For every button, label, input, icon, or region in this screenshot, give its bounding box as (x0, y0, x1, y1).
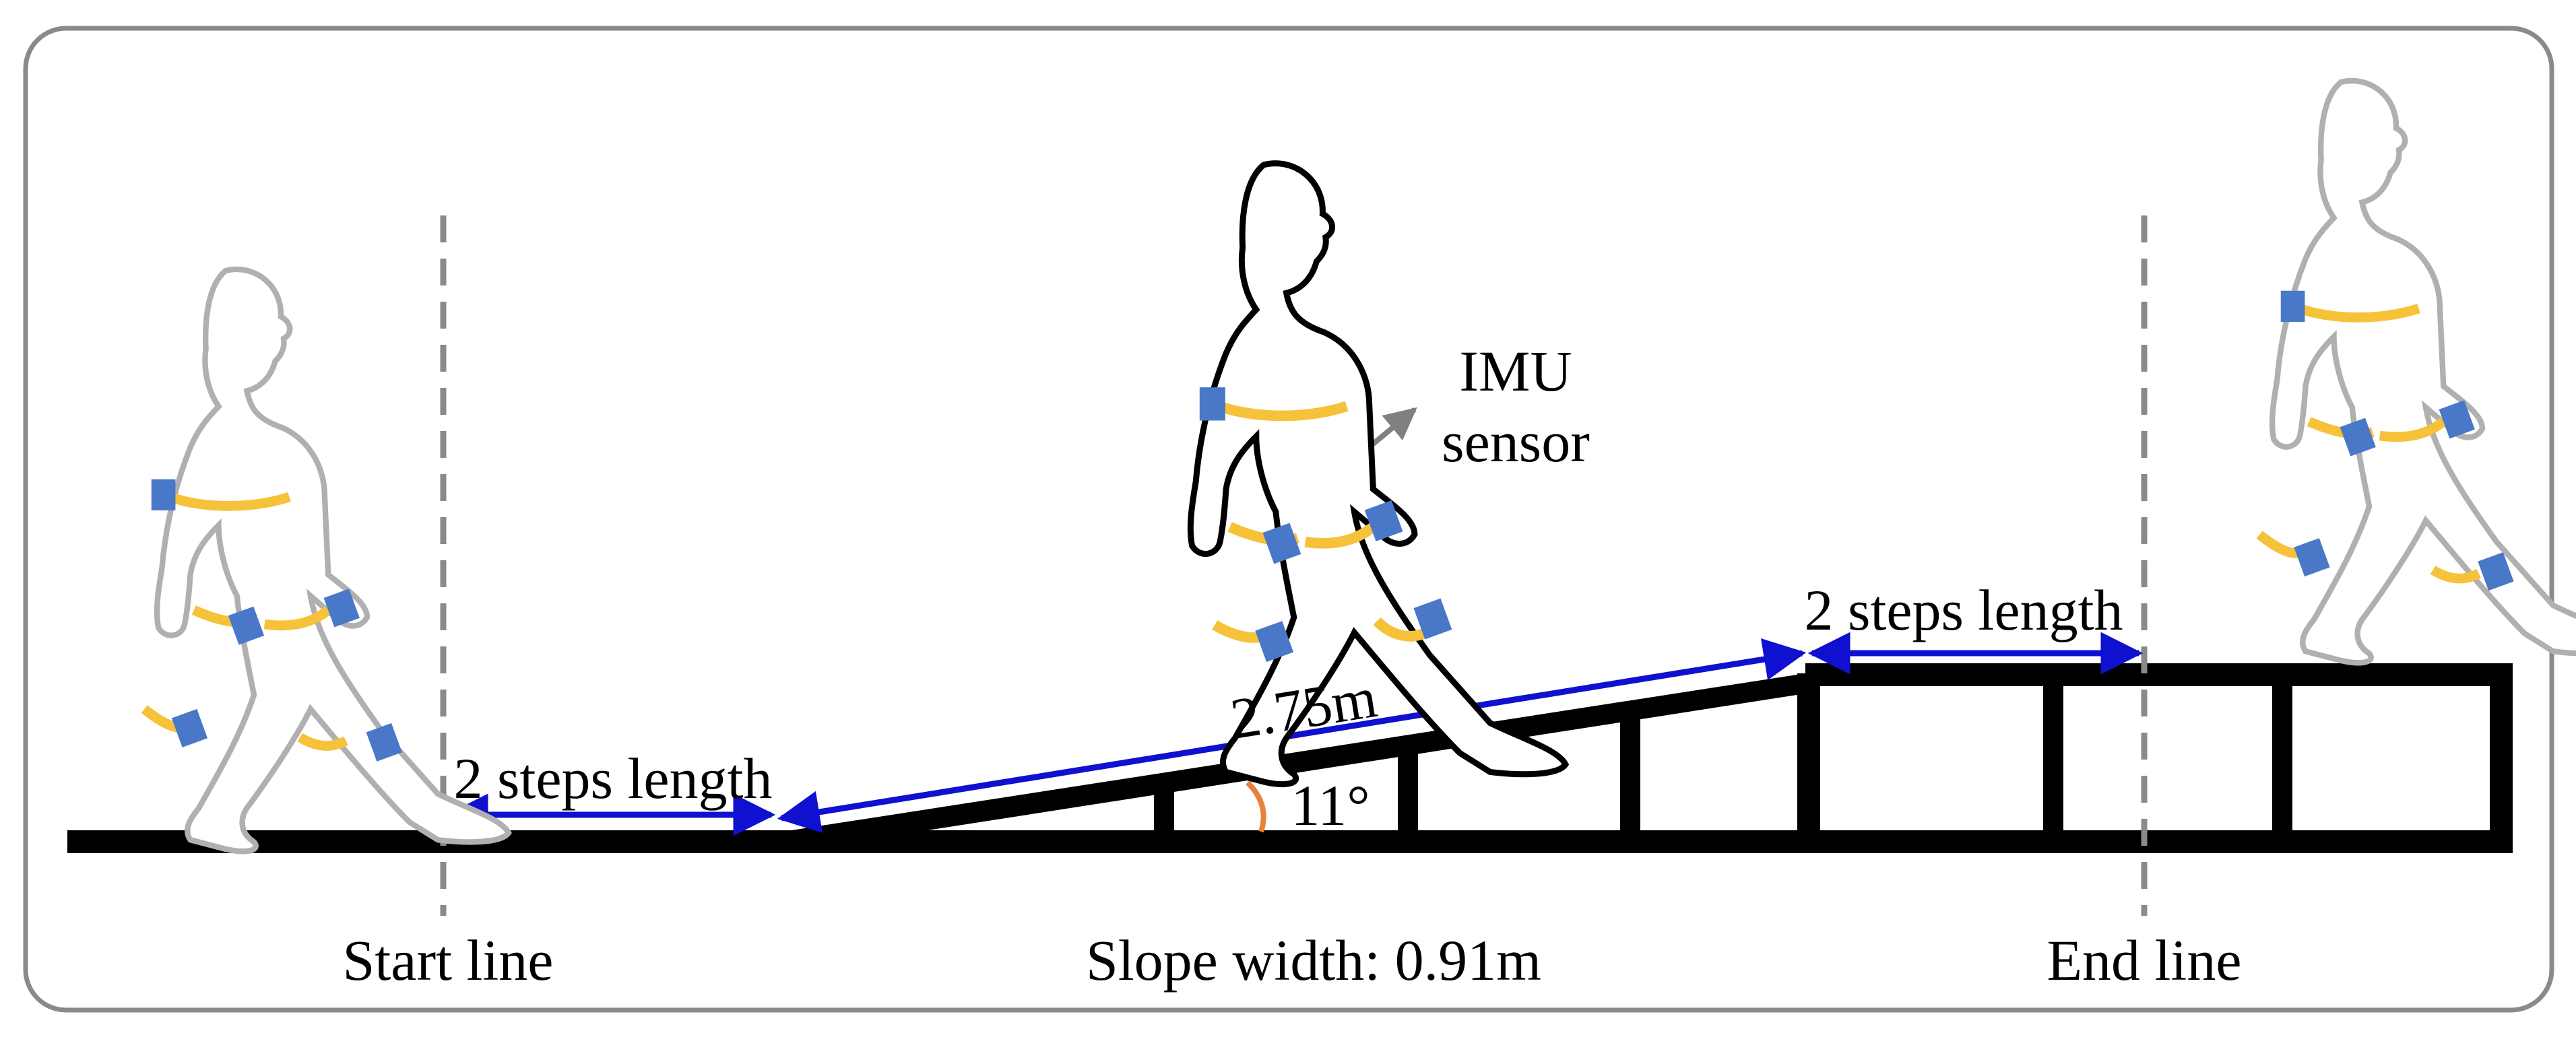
imu-sensor-icon (1262, 523, 1301, 564)
slope-length-label: 2.75m (1227, 665, 1382, 751)
ramp-post (1620, 707, 1640, 838)
walking-person-icon (1190, 164, 1566, 784)
ramp-post (1154, 778, 1174, 838)
start-line-label: Start line (343, 928, 554, 993)
imu-sensor-icon (2294, 538, 2330, 577)
walking-person-icon (2256, 81, 2576, 663)
imu-sensor-icon (1199, 387, 1225, 421)
end-line-label: End line (2047, 928, 2242, 993)
steps-length-left-label: 2 steps length (454, 746, 773, 811)
imu-sensor-icon (2280, 290, 2305, 322)
platform-post (2043, 673, 2063, 838)
imu-label: IMU (1459, 339, 1572, 403)
imu-sensor-icon (1255, 621, 1294, 663)
imu-sensor-icon (228, 606, 265, 645)
platform-top (1805, 663, 2513, 686)
ramp-post (1797, 673, 1820, 838)
platform-post (2490, 663, 2513, 845)
imu-sensor-icon (1413, 598, 1452, 640)
angle-label: 11° (1291, 773, 1370, 838)
sensor-label: sensor (1442, 409, 1590, 474)
imu-sensor-icon (2478, 552, 2514, 591)
steps-length-right-label: 2 steps length (1805, 578, 2123, 642)
slope-width-label: Slope width: 0.91m (1086, 928, 1541, 993)
diagram-frame (23, 26, 2554, 1013)
imu-sensor-icon (366, 723, 402, 762)
imu-sensor-icon (1364, 500, 1403, 541)
angle-arc (1246, 780, 1266, 833)
ramp-post (1398, 741, 1418, 838)
imu-sensor-icon (323, 589, 360, 628)
imu-sensor-icon (151, 479, 176, 510)
imu-sensor-icon (2439, 400, 2475, 439)
platform-post (2272, 673, 2292, 838)
walking-person-icon (141, 269, 509, 851)
imu-sensor-icon (171, 708, 208, 747)
imu-sensor-icon (2340, 417, 2376, 457)
